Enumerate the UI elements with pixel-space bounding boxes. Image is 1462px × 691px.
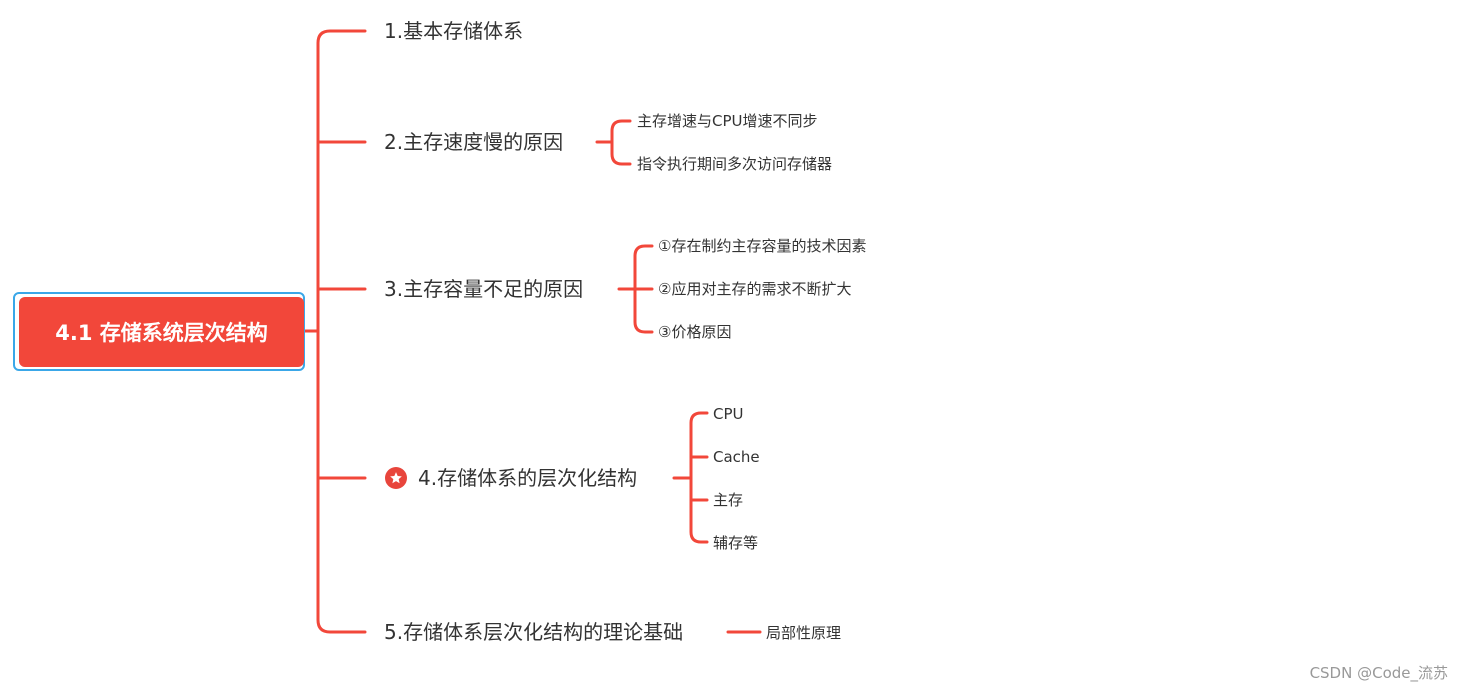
topic-hierarchy-structure[interactable]: 4.存储体系的层次化结构 [418, 466, 638, 490]
topic-main-memory-slow[interactable]: 2.主存速度慢的原因 [384, 130, 564, 154]
star-icon [385, 467, 407, 489]
subtopic-cache[interactable]: Cache [713, 448, 760, 466]
root-topic-label: 4.1 存储系统层次结构 [55, 321, 268, 345]
subtopic-auxiliary-storage[interactable]: 辅存等 [713, 534, 759, 552]
subtopic-cpu-speed-mismatch[interactable]: 主存增速与CPU增速不同步 [637, 112, 818, 130]
root-selection-outline [13, 292, 305, 371]
topic-theoretical-basis[interactable]: 5.存储体系层次化结构的理论基础 [384, 620, 684, 644]
branch-2-bracket [610, 119, 632, 166]
subtopic-growing-demand[interactable]: ②应用对主存的需求不断扩大 [658, 280, 852, 298]
subtopic-technical-factors[interactable]: ①存在制约主存容量的技术因素 [658, 237, 867, 255]
topic-main-memory-capacity[interactable]: 3.主存容量不足的原因 [384, 277, 584, 301]
subtopic-multiple-memory-access[interactable]: 指令执行期间多次访问存储器 [637, 155, 833, 173]
watermark: CSDN @Code_流苏 [1309, 664, 1448, 682]
topic-basic-storage-system[interactable]: 1.基本存储体系 [384, 19, 524, 43]
subtopic-locality-principle[interactable]: 局部性原理 [766, 624, 842, 642]
subtopic-main-memory[interactable]: 主存 [713, 491, 744, 509]
subtopic-price[interactable]: ③价格原因 [658, 323, 732, 341]
subtopic-cpu[interactable]: CPU [713, 405, 744, 423]
root-topic[interactable]: 4.1 存储系统层次结构 [19, 297, 304, 367]
main-spine [316, 29, 367, 634]
branch-4-bracket [689, 411, 709, 544]
